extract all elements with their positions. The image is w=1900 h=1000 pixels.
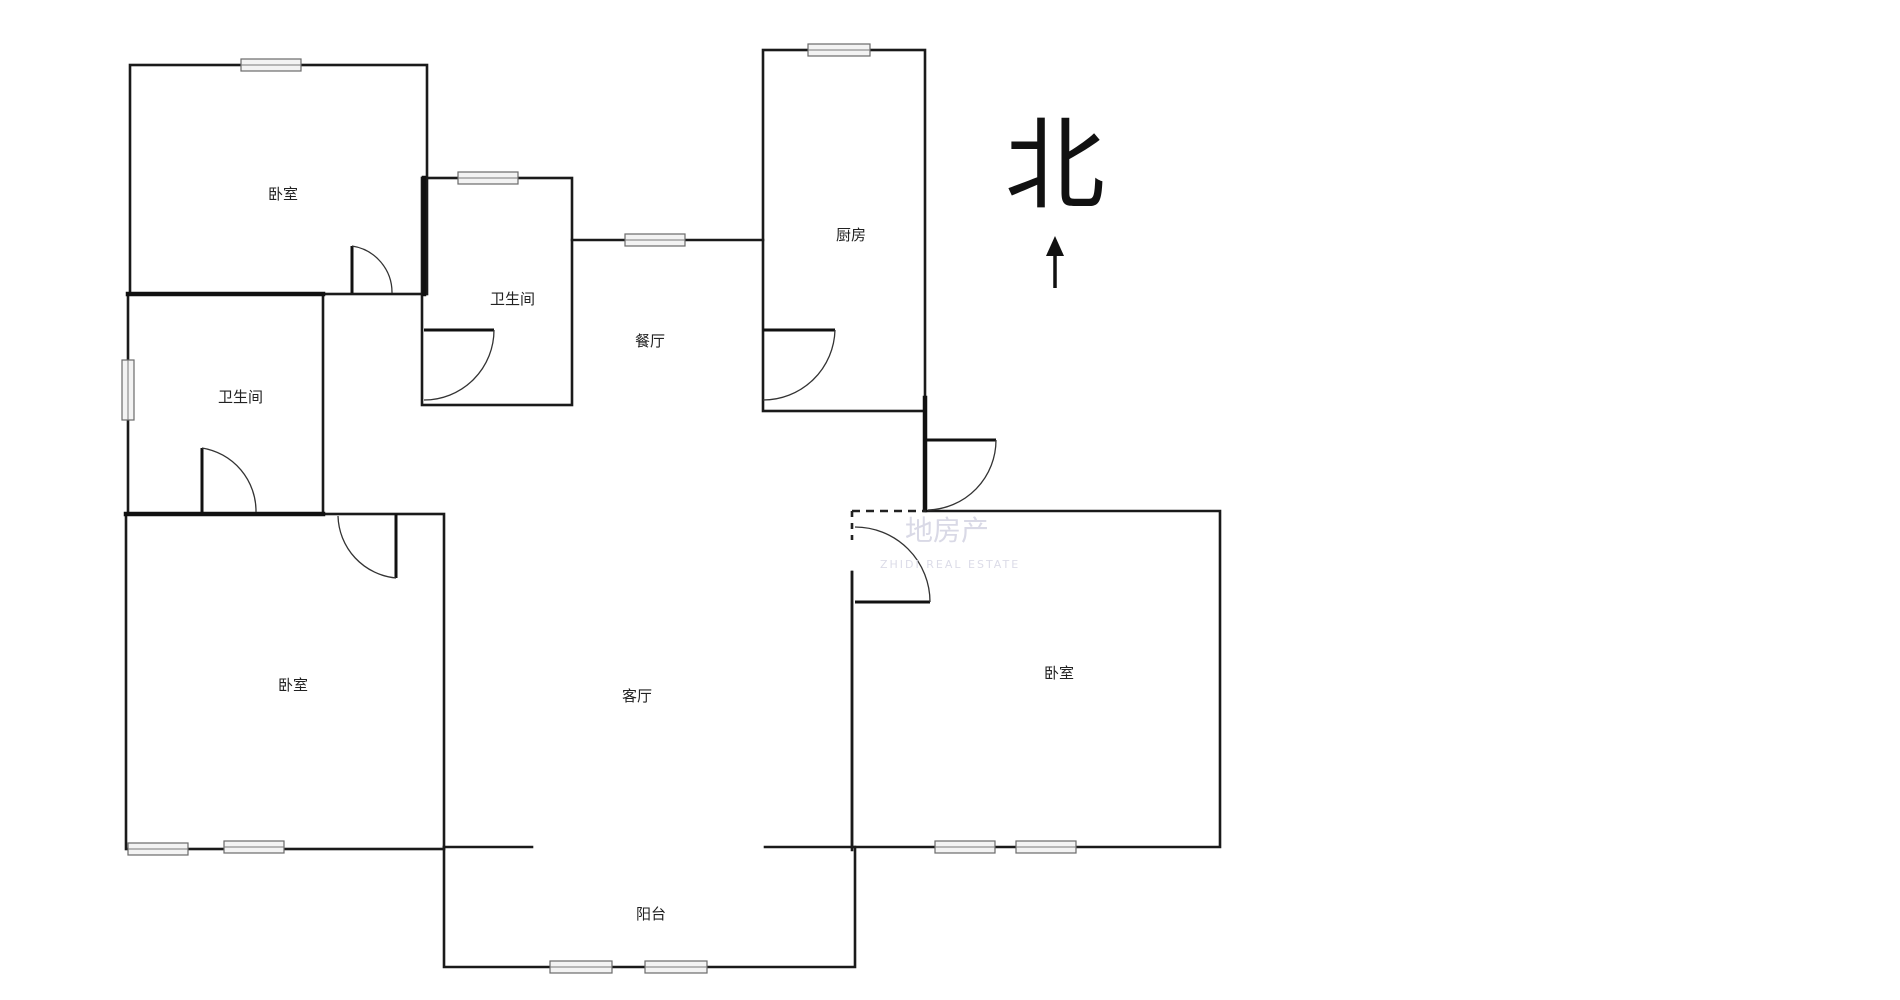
window-dining (624, 233, 686, 247)
label-bedroom-sw: 卧室 (278, 676, 308, 694)
window-balcony-1 (549, 960, 613, 974)
compass: 北 (1005, 107, 1105, 288)
label-bedroom-east: 卧室 (1044, 664, 1074, 682)
window-bedroom-sw-1 (127, 842, 189, 856)
label-dining: 餐厅 (635, 332, 665, 350)
label-balcony: 阳台 (636, 905, 666, 923)
doors (200, 245, 997, 604)
window-balcony-2 (644, 960, 708, 974)
label-living: 客厅 (622, 687, 652, 705)
window-bedroom-east-1 (934, 840, 996, 854)
watermark: 地房产 ZHIDI REAL ESTATE (880, 514, 1020, 571)
windows (121, 43, 1077, 974)
label-bedroom-nw: 卧室 (268, 185, 298, 203)
label-kitchen: 厨房 (836, 226, 866, 244)
window-bedroom-nw (240, 58, 302, 72)
wall-bedroom-nw (128, 63, 429, 296)
door-bedroom-sw (337, 514, 398, 579)
north-label: 北 (1005, 107, 1105, 224)
door-bedroom-east (854, 526, 931, 604)
watermark-subtext: ZHIDI REAL ESTATE (880, 558, 1020, 571)
label-bathroom-center: 卫生间 (490, 290, 535, 308)
window-kitchen (807, 43, 871, 57)
door-bathroom-center (423, 328, 495, 401)
window-bedroom-sw-2 (223, 840, 285, 854)
window-bathroom-center (457, 171, 519, 185)
door-bathroom-west (200, 447, 257, 513)
door-kitchen (762, 328, 836, 401)
label-bathroom-west: 卫生间 (218, 388, 263, 406)
door-kitchen-south (926, 438, 997, 511)
room-labels: 卧室 卫生间 厨房 餐厅 卫生间 卧室 客厅 卧室 阳台 (218, 185, 1074, 923)
window-bathroom-west (121, 359, 135, 421)
door-bedroom-nw (350, 245, 393, 294)
watermark-text: 地房产 (905, 514, 989, 547)
window-bedroom-east-2 (1015, 840, 1077, 854)
north-arrow-icon (1046, 236, 1064, 288)
